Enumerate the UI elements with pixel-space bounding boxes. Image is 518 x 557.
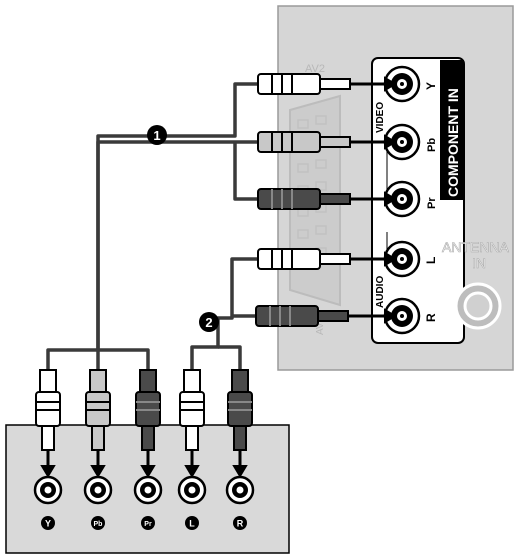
device-jack-r[interactable] xyxy=(225,475,255,505)
plug-r-tv[interactable] xyxy=(255,305,397,327)
svg-text:R: R xyxy=(237,519,244,529)
source-device: Y Pb Pr L R xyxy=(5,369,290,554)
device-label-l: L xyxy=(185,516,199,530)
cable-pb xyxy=(96,140,260,372)
video-label: VIDEO xyxy=(375,102,386,133)
device-label-r: R xyxy=(233,516,247,530)
cable-y xyxy=(46,82,260,372)
plug-pb-device[interactable] xyxy=(85,369,111,478)
faint-av1-label: AV1 xyxy=(315,316,326,335)
svg-text:Y: Y xyxy=(45,519,51,529)
plug-pb-tv[interactable] xyxy=(257,131,397,153)
plug-pr-tv[interactable] xyxy=(257,188,397,210)
plug-y-device[interactable] xyxy=(35,369,61,478)
tv-jack-label-y: Y xyxy=(424,82,438,90)
plug-l-tv[interactable] xyxy=(257,248,397,270)
tv-jack-label-pb: Pb xyxy=(426,138,438,152)
faint-av2-label: AV2 xyxy=(305,63,325,75)
device-jack-pb[interactable] xyxy=(83,475,113,505)
tv-jack-label-r: R xyxy=(424,313,438,322)
device-label-pr: Pr xyxy=(141,516,155,530)
step-marker-1: 1 xyxy=(147,125,167,145)
svg-text:Pb: Pb xyxy=(94,521,103,528)
step-marker-2: 2 xyxy=(199,312,219,332)
plug-l-device[interactable] xyxy=(179,369,205,478)
svg-text:L: L xyxy=(189,519,195,529)
antenna-jack[interactable] xyxy=(454,282,502,330)
plug-r-device[interactable] xyxy=(227,369,253,478)
component-in-label: COMPONENT IN xyxy=(445,88,461,197)
tv-jack-label-pr: Pr xyxy=(426,197,438,209)
device-label-pb: Pb xyxy=(91,516,105,530)
antenna-label-line2: IN xyxy=(472,255,486,271)
plug-y-tv[interactable] xyxy=(257,73,397,95)
step-2-label: 2 xyxy=(205,315,212,330)
device-jack-l[interactable] xyxy=(177,475,207,505)
cable-pr xyxy=(233,142,260,201)
device-jack-pr[interactable] xyxy=(133,475,163,505)
device-jack-y[interactable] xyxy=(33,475,63,505)
tv-plugs xyxy=(255,73,397,327)
tv-jack-label-l: L xyxy=(424,257,438,264)
plug-pr-device[interactable] xyxy=(135,369,161,478)
audio-label: AUDIO xyxy=(375,276,386,308)
antenna-label-line1: ANTENNA xyxy=(442,239,510,255)
device-label-y: Y xyxy=(41,516,55,530)
svg-text:Pr: Pr xyxy=(144,521,152,528)
step-1-label: 1 xyxy=(153,128,160,143)
